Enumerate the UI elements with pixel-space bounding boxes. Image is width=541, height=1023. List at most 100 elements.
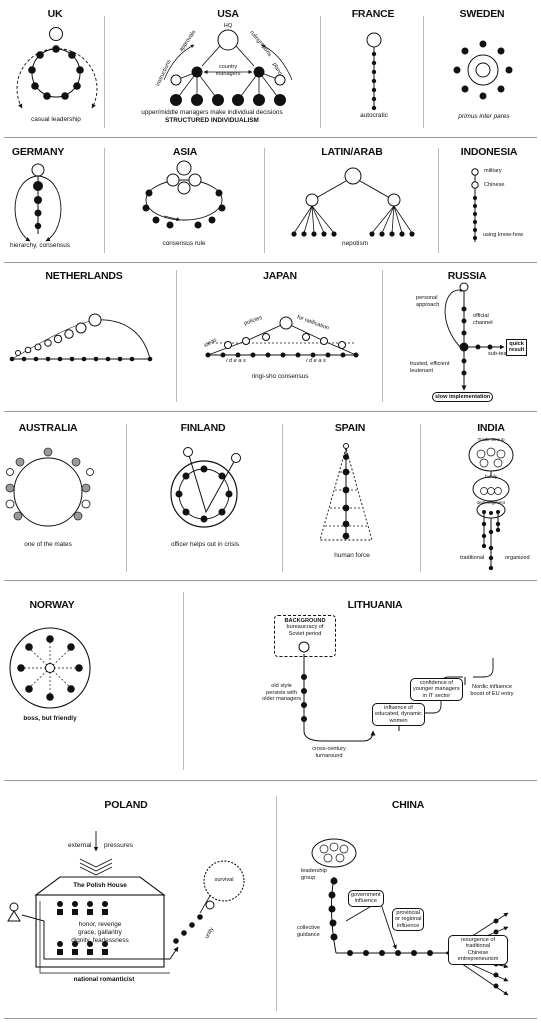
japan-ideas-row-left: i d e a s (226, 358, 246, 364)
latin-caption: nepotism (342, 240, 368, 247)
lithuania-background-label: BACKGROUND (284, 618, 326, 624)
row-divider (4, 262, 537, 263)
col-divider (282, 424, 283, 572)
lithuania-old-style-label: old style persists with older managers (262, 683, 301, 703)
col-divider (126, 424, 127, 572)
col-divider (264, 148, 265, 253)
col-divider (382, 270, 383, 402)
norway-diagram (9, 627, 91, 709)
india-dept-label: dept./regiment (476, 500, 506, 505)
asia-title: ASIA (172, 146, 198, 158)
india-traditional-label: traditional (460, 555, 485, 561)
japan-diagram (205, 316, 359, 358)
russia-trusted-label: trusted, efficient leutenant (410, 361, 450, 374)
russia-slow-box: slow implementation (432, 392, 494, 403)
netherlands-title: NETHERLANDS (45, 270, 123, 282)
australia-title: AUSTRALIA (18, 422, 78, 434)
indonesia-diagram (471, 168, 479, 242)
usa-caption2: STRUCTURED INDIVIDUALISM (165, 117, 259, 124)
col-divider (183, 592, 184, 770)
india-title: INDIA (477, 422, 505, 434)
france-title: FRANCE (351, 8, 395, 20)
india-family-label: family (484, 475, 498, 480)
china-title: CHINA (391, 799, 425, 811)
germany-caption: hierarchy, consensus (10, 242, 70, 249)
lithuania-diagram (298, 641, 494, 742)
latin-diagram (291, 167, 415, 237)
russia-subteam-label: sub-team (488, 351, 512, 357)
china-diagram (311, 838, 509, 996)
russia-diagram (444, 282, 505, 391)
poland-title: POLAND (104, 799, 148, 811)
australia-diagram (5, 447, 94, 527)
col-divider (420, 424, 421, 572)
sweden-caption: primus inter pares (458, 113, 510, 120)
uk-title: UK (47, 8, 63, 20)
poland-house-label: The Polish House (73, 882, 127, 889)
indonesia-knowhow-label: using know-how (483, 232, 524, 238)
china-leadership-label: leadership group (301, 868, 327, 881)
russia-title: RUSSIA (447, 270, 487, 282)
india-organized-label: organized (505, 555, 530, 561)
japan-title: JAPAN (263, 270, 297, 282)
uk-diagram (16, 27, 98, 109)
poland-values-label: honor, revenge grace, gallantry dignity,… (71, 921, 129, 944)
finland-title: FINLAND (180, 422, 226, 434)
poland-survival-label: survival (214, 877, 234, 883)
china-government-box: government influence (348, 890, 384, 907)
indonesia-chinese-label: Chinese (484, 182, 505, 188)
india-trade-group-label: Trade Group (477, 438, 505, 443)
row-divider (4, 137, 537, 138)
col-divider (104, 148, 105, 253)
japan-ideas-row-right: i d e a s (306, 358, 326, 364)
row-divider (4, 780, 537, 781)
row-divider (4, 580, 537, 581)
japan-caption: ringi-sho consensus (251, 373, 309, 380)
col-divider (423, 16, 424, 128)
russia-quick-result-box: quick result (506, 339, 528, 356)
usa-diagram (163, 29, 293, 106)
france-diagram (366, 32, 382, 111)
norway-caption: boss, but friendly (23, 715, 77, 722)
finland-caption: officer helps out in crisis (170, 541, 240, 548)
france-caption: autocratic (360, 112, 388, 119)
india-diagram (468, 438, 514, 571)
latin-title: LATIN/ARAB (321, 146, 383, 158)
asia-caption: consensus rule (162, 240, 206, 247)
australia-caption: one of the mates (24, 541, 72, 548)
usa-hq-label: HQ (223, 23, 233, 29)
poland-national-label: national romanticist (73, 976, 135, 983)
spain-title: SPAIN (334, 422, 366, 434)
spain-caption: human force (334, 552, 370, 559)
germany-diagram (14, 163, 62, 242)
col-divider (176, 270, 177, 402)
spain-diagram (319, 443, 373, 541)
lithuania-bureaucracy-label: bureaucracy of Soviet period (286, 624, 324, 637)
col-divider (438, 148, 439, 253)
norway-title: NORWAY (29, 599, 75, 611)
netherlands-diagram (9, 313, 153, 362)
china-resurgence-box: resurgence of traditional Chinese entrep… (448, 935, 508, 965)
germany-title: GERMANY (11, 146, 65, 158)
china-provincial-box: provincial or regional influence (392, 908, 425, 932)
russia-official-label: official channel (473, 313, 493, 326)
indonesia-military-label: military (484, 168, 502, 174)
poland-diagram (7, 831, 245, 974)
poland-pressures-label: pressures (104, 842, 133, 849)
lithuania-nordic-label: Nordic influence boost of EU entry (470, 684, 514, 697)
col-divider (276, 796, 277, 1011)
usa-caption1: upper/middle managers make individual de… (141, 109, 283, 116)
china-collective-label: collective guidance (297, 925, 321, 938)
poland-external-label: external (68, 842, 92, 849)
col-divider (320, 16, 321, 128)
russia-personal-label: personal approach (416, 295, 440, 308)
col-divider (104, 16, 105, 128)
lithuania-title: LITHUANIA (347, 599, 403, 611)
lithuania-turnaround-label: cross-century turnaround (312, 746, 346, 759)
asia-diagram (142, 160, 226, 229)
lithuania-women-box: influence of educated, dynamic women (372, 703, 425, 727)
usa-country-managers-label: country managers (215, 64, 241, 77)
row-divider (4, 411, 537, 412)
lithuania-confidence-box: confidence of younger managers in IT sec… (410, 678, 463, 702)
uk-caption: casual leadership (31, 116, 81, 123)
